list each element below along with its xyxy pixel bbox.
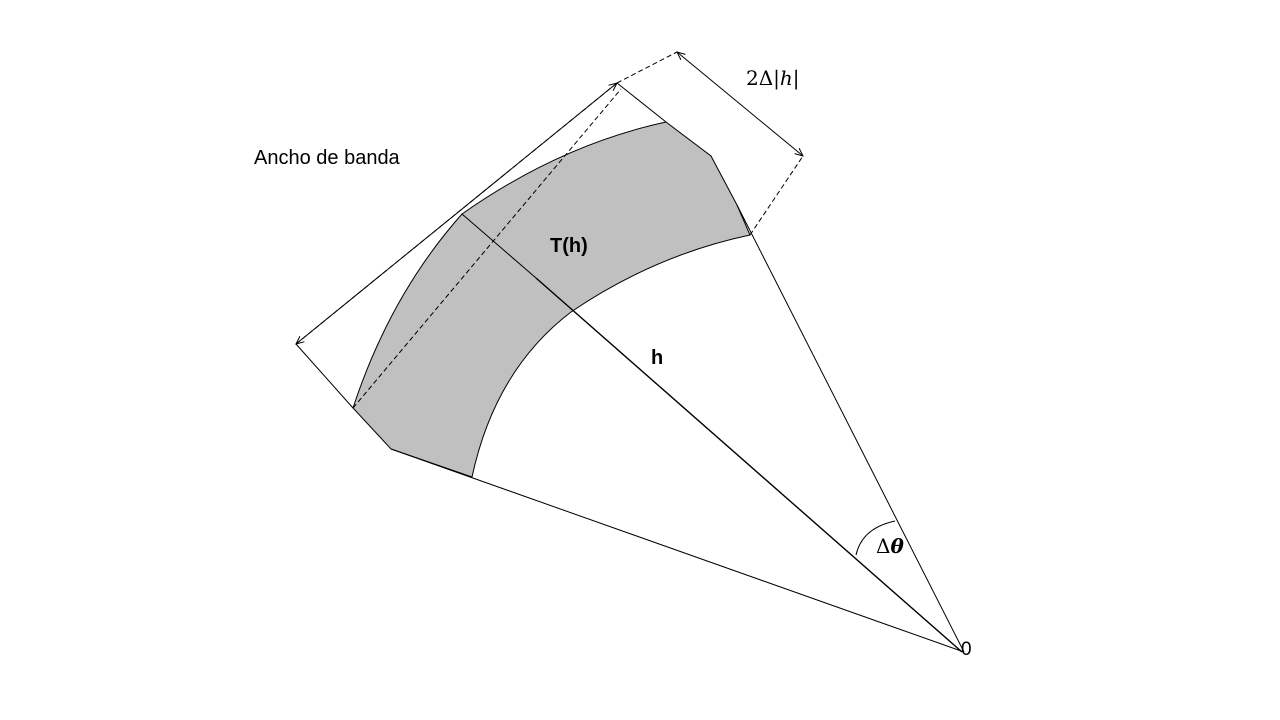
width-dashed-line-bottom: [749, 155, 804, 236]
sector-lower-edge: [390, 448, 965, 653]
radius-label: h: [651, 347, 663, 369]
width-label-suffix: |: [793, 66, 800, 91]
tolerance-band: [352, 121, 751, 478]
width-dashed-line-top: [616, 51, 678, 84]
width-label-var: h: [780, 66, 793, 90]
bandwidth-label: Ancho de banda: [254, 147, 401, 169]
angle-arc: [855, 520, 896, 556]
band-end-cap-left: [295, 343, 354, 409]
band-end-cap-top: [616, 82, 667, 123]
angle-label: Δθ: [876, 534, 904, 558]
radius-line: [535, 277, 963, 653]
transform-label: T(h): [550, 235, 588, 257]
bandwidth-arrow: [296, 83, 617, 344]
sector-upper-edge: [736, 204, 965, 653]
width-label: 2Δ|h|: [746, 66, 800, 91]
width-label-prefix: 2Δ|: [746, 66, 780, 91]
angle-label-prefix: Δ: [876, 534, 890, 558]
origin-label: 0: [961, 639, 972, 660]
width-arrow: [677, 52, 803, 156]
angle-label-var: θ: [890, 534, 904, 558]
